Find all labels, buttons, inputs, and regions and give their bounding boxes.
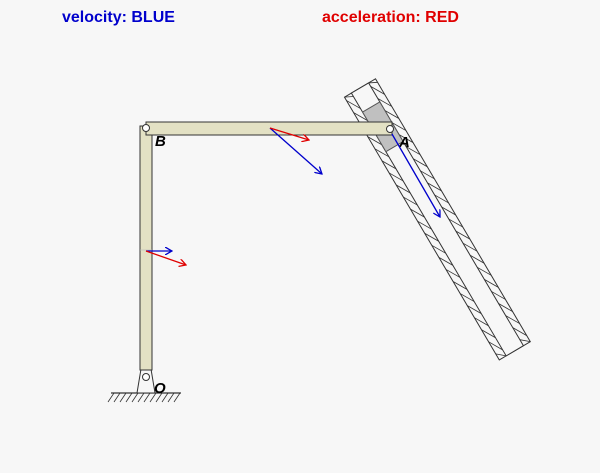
hatch-line <box>149 392 157 403</box>
pivot-O <box>142 373 150 381</box>
hatch-line <box>474 317 489 327</box>
hatch-line <box>155 392 163 403</box>
hatch-line <box>137 392 145 403</box>
link-OB <box>139 125 153 371</box>
hatch-line <box>445 269 461 278</box>
hatch-line <box>434 194 449 204</box>
acceleration-arrow-OB-mid <box>145 250 186 265</box>
hatch-line <box>452 281 468 290</box>
label-O: O <box>154 380 166 397</box>
hatch-line <box>405 146 421 156</box>
hatch-line <box>441 206 456 216</box>
hatch-line <box>143 392 151 403</box>
hatch-line <box>353 112 368 121</box>
velocity-arrow-A <box>391 133 440 217</box>
hatch-line <box>491 291 506 300</box>
hatch-line <box>417 220 432 230</box>
hatch-line <box>381 160 397 170</box>
hatch-line <box>161 392 169 403</box>
guide-hatching <box>344 81 531 357</box>
hatch-line <box>377 98 392 107</box>
hatch-line <box>388 172 404 182</box>
hatch-line <box>125 392 133 403</box>
slotted-guide <box>343 78 531 361</box>
hatch-line <box>477 266 492 276</box>
hatch-line <box>488 341 503 351</box>
hatch-line <box>396 184 411 194</box>
hatch-line <box>512 327 527 336</box>
hatch-line <box>410 208 425 218</box>
hatch-line <box>344 96 354 98</box>
hatch-line <box>448 218 464 228</box>
link-BA <box>145 121 393 136</box>
hatch-line <box>455 230 471 240</box>
ground-hatching <box>107 392 181 403</box>
hatch-line <box>427 182 442 192</box>
hatch-line <box>113 392 121 403</box>
hatch-line <box>384 110 400 119</box>
hatch-line <box>498 303 513 312</box>
hatch-line <box>481 329 496 339</box>
velocity-arrow-BA-mid <box>269 127 322 174</box>
hatch-line <box>346 100 361 109</box>
hatch-line <box>519 339 531 343</box>
pivot-B <box>142 124 150 132</box>
acceleration-arrow-BA-mid <box>269 127 309 140</box>
pivot-A <box>386 125 394 133</box>
hatch-line <box>469 254 485 264</box>
hatch-line <box>374 148 390 158</box>
hatch-line <box>505 315 520 324</box>
hatch-line <box>420 170 435 180</box>
hatch-line <box>424 232 439 242</box>
hatch-line <box>368 81 378 84</box>
hatch-line <box>413 158 428 168</box>
hatch-line <box>107 392 115 403</box>
hatch-line <box>462 242 478 252</box>
hatch-line <box>173 392 181 403</box>
hatch-line <box>431 244 446 254</box>
label-B: B <box>155 133 166 150</box>
hatch-line <box>370 86 385 95</box>
hatch-line <box>460 293 475 302</box>
hatch-line <box>495 353 507 357</box>
hatch-line <box>367 136 383 146</box>
label-A: A <box>398 134 410 151</box>
hatch-line <box>467 305 482 314</box>
hatch-line <box>398 134 414 143</box>
hatch-line <box>484 279 499 288</box>
hatch-line <box>403 196 418 206</box>
velocity-legend: velocity: BLUE <box>62 9 175 26</box>
acceleration-legend: acceleration: RED <box>322 9 459 26</box>
hatch-line <box>119 392 127 403</box>
hatch-line <box>438 257 454 266</box>
hatch-line <box>391 122 407 131</box>
hatch-line <box>131 392 139 403</box>
hatch-line <box>167 392 175 403</box>
